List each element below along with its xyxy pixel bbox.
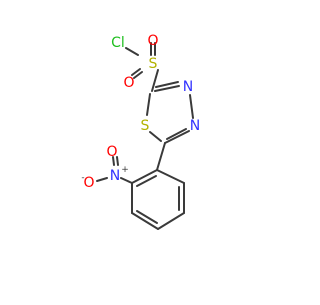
bond-ph3-ph4 — [157, 212, 185, 230]
atom-o-nitro-double: O — [106, 144, 117, 160]
atom-o-nitro-single: O — [83, 175, 94, 191]
atom-cl: Cl — [111, 35, 125, 51]
bond-ph6-ph1-a — [131, 169, 158, 184]
bond-ph6-ph1-b — [136, 175, 157, 187]
bond-ph6-nnitro — [120, 177, 133, 184]
atom-s-ring: S — [141, 118, 150, 134]
bond-ph4-ph5-b — [136, 210, 158, 224]
bond-nnitro-o-double-a — [112, 156, 115, 166]
bond-s-c2 — [151, 69, 159, 92]
bond-c2-sring — [146, 93, 151, 116]
charge-n-nitro: + — [121, 165, 129, 175]
atom-s-sulfonyl: S — [149, 56, 158, 72]
molecule-canvas: Cl S O O S N N N + O O - — [81, 33, 200, 230]
atom-n3: N — [183, 79, 193, 95]
bond-c5-n4-a — [164, 130, 190, 144]
bond-nnitro-o-double-b — [116, 156, 119, 166]
atom-n-nitro: N — [110, 168, 120, 184]
bond-nnitro-o-single — [96, 177, 108, 182]
bond-c5-n4-b — [166, 128, 187, 140]
bond-s-o-bottom-a — [131, 68, 141, 76]
bond-ph4-ph5-a — [131, 212, 159, 230]
atom-o-bottom: O — [123, 75, 134, 91]
bond-cl-s — [125, 47, 139, 56]
bond-ph1-ph2 — [156, 169, 185, 184]
bond-n3-c2-a — [154, 85, 180, 92]
bond-c5-ph1 — [156, 142, 166, 171]
charge-o-nitro: - — [81, 173, 84, 183]
bond-n3-c2-b — [155, 81, 179, 88]
atom-n4: N — [190, 118, 200, 134]
bond-sring-c5 — [149, 131, 162, 142]
atom-o-top: O — [147, 33, 158, 49]
bond-n4-n3 — [189, 94, 194, 119]
structure-diagram: Cl S O O S N N N + O O - — [81, 33, 200, 230]
bond-s-o-bottom-b — [133, 71, 143, 79]
